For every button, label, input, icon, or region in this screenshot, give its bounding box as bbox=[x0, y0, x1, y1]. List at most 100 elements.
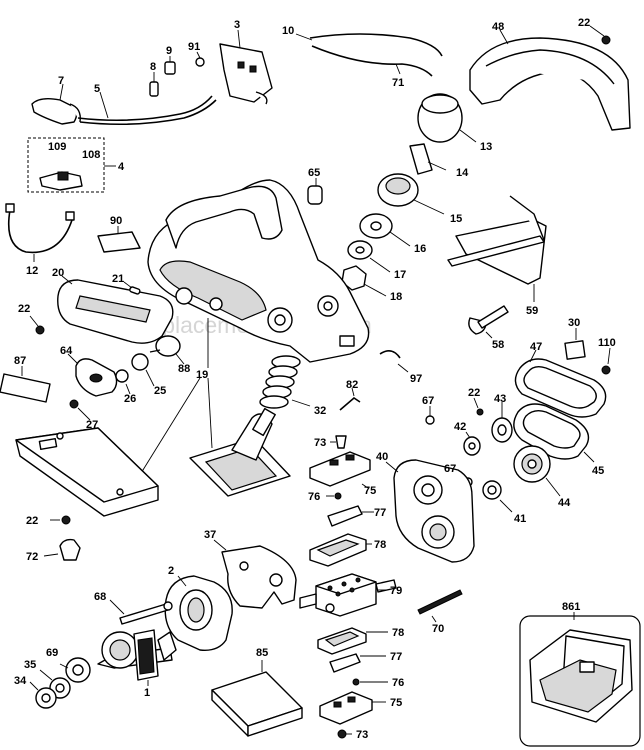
callout-34: 34 bbox=[14, 675, 27, 687]
callout-79: 79 bbox=[390, 585, 402, 597]
carrying-case-part-861 bbox=[519, 612, 641, 747]
callout-7: 7 bbox=[58, 75, 64, 87]
callout-70: 70 bbox=[432, 623, 444, 635]
side-cover-part-20 bbox=[57, 275, 174, 344]
strain-relief-part-7 bbox=[31, 83, 81, 125]
callout-73-bottom: 73 bbox=[356, 729, 368, 741]
main-housing-part-19 bbox=[137, 179, 370, 479]
callout-35: 35 bbox=[24, 659, 36, 671]
callout-58: 58 bbox=[492, 339, 504, 351]
callout-64: 64 bbox=[60, 345, 73, 357]
armature-part-1 bbox=[97, 629, 177, 686]
blade-clamp-part-75-bottom bbox=[319, 691, 386, 725]
drive-belt-part-47 bbox=[514, 349, 607, 418]
screw-part-73-bottom bbox=[337, 729, 352, 739]
callout-88: 88 bbox=[178, 363, 190, 375]
callout-16: 16 bbox=[414, 243, 426, 255]
blade-holder-part-78-bottom bbox=[317, 627, 388, 655]
screw-part-91 bbox=[195, 51, 205, 67]
switch-part-3 bbox=[219, 29, 273, 105]
callout-97: 97 bbox=[410, 373, 422, 385]
depth-adjuster-part-15 bbox=[377, 173, 445, 215]
callout-78-top: 78 bbox=[374, 539, 386, 551]
drive-belt-part-45 bbox=[513, 403, 595, 463]
blade-part-77-bottom bbox=[329, 653, 386, 673]
callout-27: 27 bbox=[86, 419, 98, 431]
noise-suppressor-part-4 bbox=[27, 137, 116, 193]
callout-43: 43 bbox=[494, 393, 506, 405]
screw-part-22-left bbox=[29, 315, 45, 335]
callout-47: 47 bbox=[530, 341, 542, 353]
screw-part-76-top bbox=[326, 492, 342, 500]
callout-90: 90 bbox=[110, 215, 122, 227]
wire-harness-part-10 bbox=[295, 33, 443, 77]
callout-73-top: 73 bbox=[314, 437, 326, 449]
label-part-90 bbox=[97, 226, 141, 253]
callout-32: 32 bbox=[314, 405, 326, 417]
blade-part-77-top bbox=[327, 505, 374, 527]
callout-2: 2 bbox=[168, 565, 174, 577]
callout-76-top: 76 bbox=[308, 491, 320, 503]
callout-25: 25 bbox=[154, 385, 166, 397]
base-shoe-part-19 bbox=[15, 427, 159, 517]
callout-72: 72 bbox=[26, 551, 38, 563]
callout-108: 108 bbox=[82, 149, 100, 161]
callout-21: 21 bbox=[112, 273, 124, 285]
callout-75-bottom: 75 bbox=[390, 697, 402, 709]
spindle-part-14 bbox=[409, 143, 447, 175]
callout-20: 20 bbox=[52, 267, 64, 279]
callout-22-bottom: 22 bbox=[26, 515, 38, 527]
label-part-87 bbox=[0, 366, 51, 403]
cable-part-12 bbox=[5, 203, 75, 262]
callout-69: 69 bbox=[46, 647, 58, 659]
callout-67-lower: 67 bbox=[444, 463, 456, 475]
tray-part-85 bbox=[211, 660, 303, 737]
bearing-part-41 bbox=[482, 480, 513, 513]
knob-part-58 bbox=[468, 305, 509, 339]
screw-part-22-right bbox=[473, 397, 484, 416]
callout-13: 13 bbox=[480, 141, 492, 153]
bushing-part-25 bbox=[131, 353, 155, 387]
callout-91: 91 bbox=[188, 41, 200, 53]
label-part-30 bbox=[564, 328, 586, 360]
button-part-88 bbox=[149, 335, 185, 365]
terminal-part-8 bbox=[149, 72, 159, 97]
bushing-part-26 bbox=[115, 369, 131, 395]
washer-part-16 bbox=[359, 213, 411, 247]
callout-1: 1 bbox=[144, 687, 150, 699]
spring-part-32 bbox=[259, 355, 311, 409]
callout-68: 68 bbox=[94, 591, 106, 603]
callout-65: 65 bbox=[308, 167, 320, 179]
wrench-part-82 bbox=[339, 387, 361, 411]
callout-48: 48 bbox=[492, 21, 504, 33]
callout-67-upper: 67 bbox=[422, 395, 434, 407]
callout-12: 12 bbox=[26, 265, 38, 277]
screw-part-76-bottom bbox=[352, 678, 388, 686]
callout-77-top: 77 bbox=[374, 507, 386, 519]
callout-40: 40 bbox=[376, 451, 388, 463]
bearing-part-42 bbox=[463, 431, 481, 456]
callout-5: 5 bbox=[94, 83, 100, 95]
callout-861: 861 bbox=[562, 601, 580, 613]
bracket-part-37 bbox=[213, 539, 297, 609]
callout-labels: 3 9 91 8 7 5 10 71 48 22 109 108 4 13 14… bbox=[14, 17, 616, 741]
callout-26: 26 bbox=[124, 393, 136, 405]
callout-78-bottom: 78 bbox=[392, 627, 404, 639]
latch-part-64 bbox=[67, 353, 118, 397]
callout-71: 71 bbox=[392, 77, 404, 89]
callout-110: 110 bbox=[598, 337, 616, 349]
callout-75-top: 75 bbox=[364, 485, 376, 497]
stator-part-2 bbox=[164, 575, 233, 651]
callout-41: 41 bbox=[514, 513, 526, 525]
callout-85: 85 bbox=[256, 647, 268, 659]
terminal-part-9 bbox=[164, 56, 176, 75]
screw-part-110 bbox=[601, 347, 611, 375]
callout-44: 44 bbox=[558, 497, 571, 509]
callout-22-right: 22 bbox=[468, 387, 480, 399]
gearbox-cover-part-40 bbox=[385, 459, 475, 563]
callout-15: 15 bbox=[450, 213, 462, 225]
bearing-cap-part-34 bbox=[29, 681, 57, 709]
callout-45: 45 bbox=[592, 465, 604, 477]
clip-part-97 bbox=[379, 350, 409, 373]
